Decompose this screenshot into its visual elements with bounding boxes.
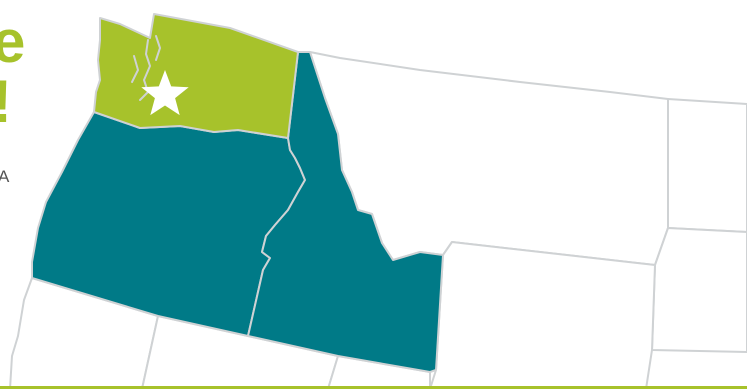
headline-line-2: ! <box>0 72 23 132</box>
idaho-shape <box>247 51 444 373</box>
headline-fragment: e ! <box>0 8 25 132</box>
side-text-fragment: A <box>0 167 10 186</box>
bottom-rule <box>0 386 747 389</box>
wyoming-shape <box>429 241 656 389</box>
puget-sound-water <box>131 35 161 101</box>
south-dakota-shape <box>651 227 747 353</box>
star-icon <box>141 70 189 116</box>
north-dakota-shape <box>667 98 747 233</box>
washington-shape <box>93 13 299 139</box>
background-states <box>9 51 747 389</box>
headline-line-1: e <box>0 8 25 75</box>
